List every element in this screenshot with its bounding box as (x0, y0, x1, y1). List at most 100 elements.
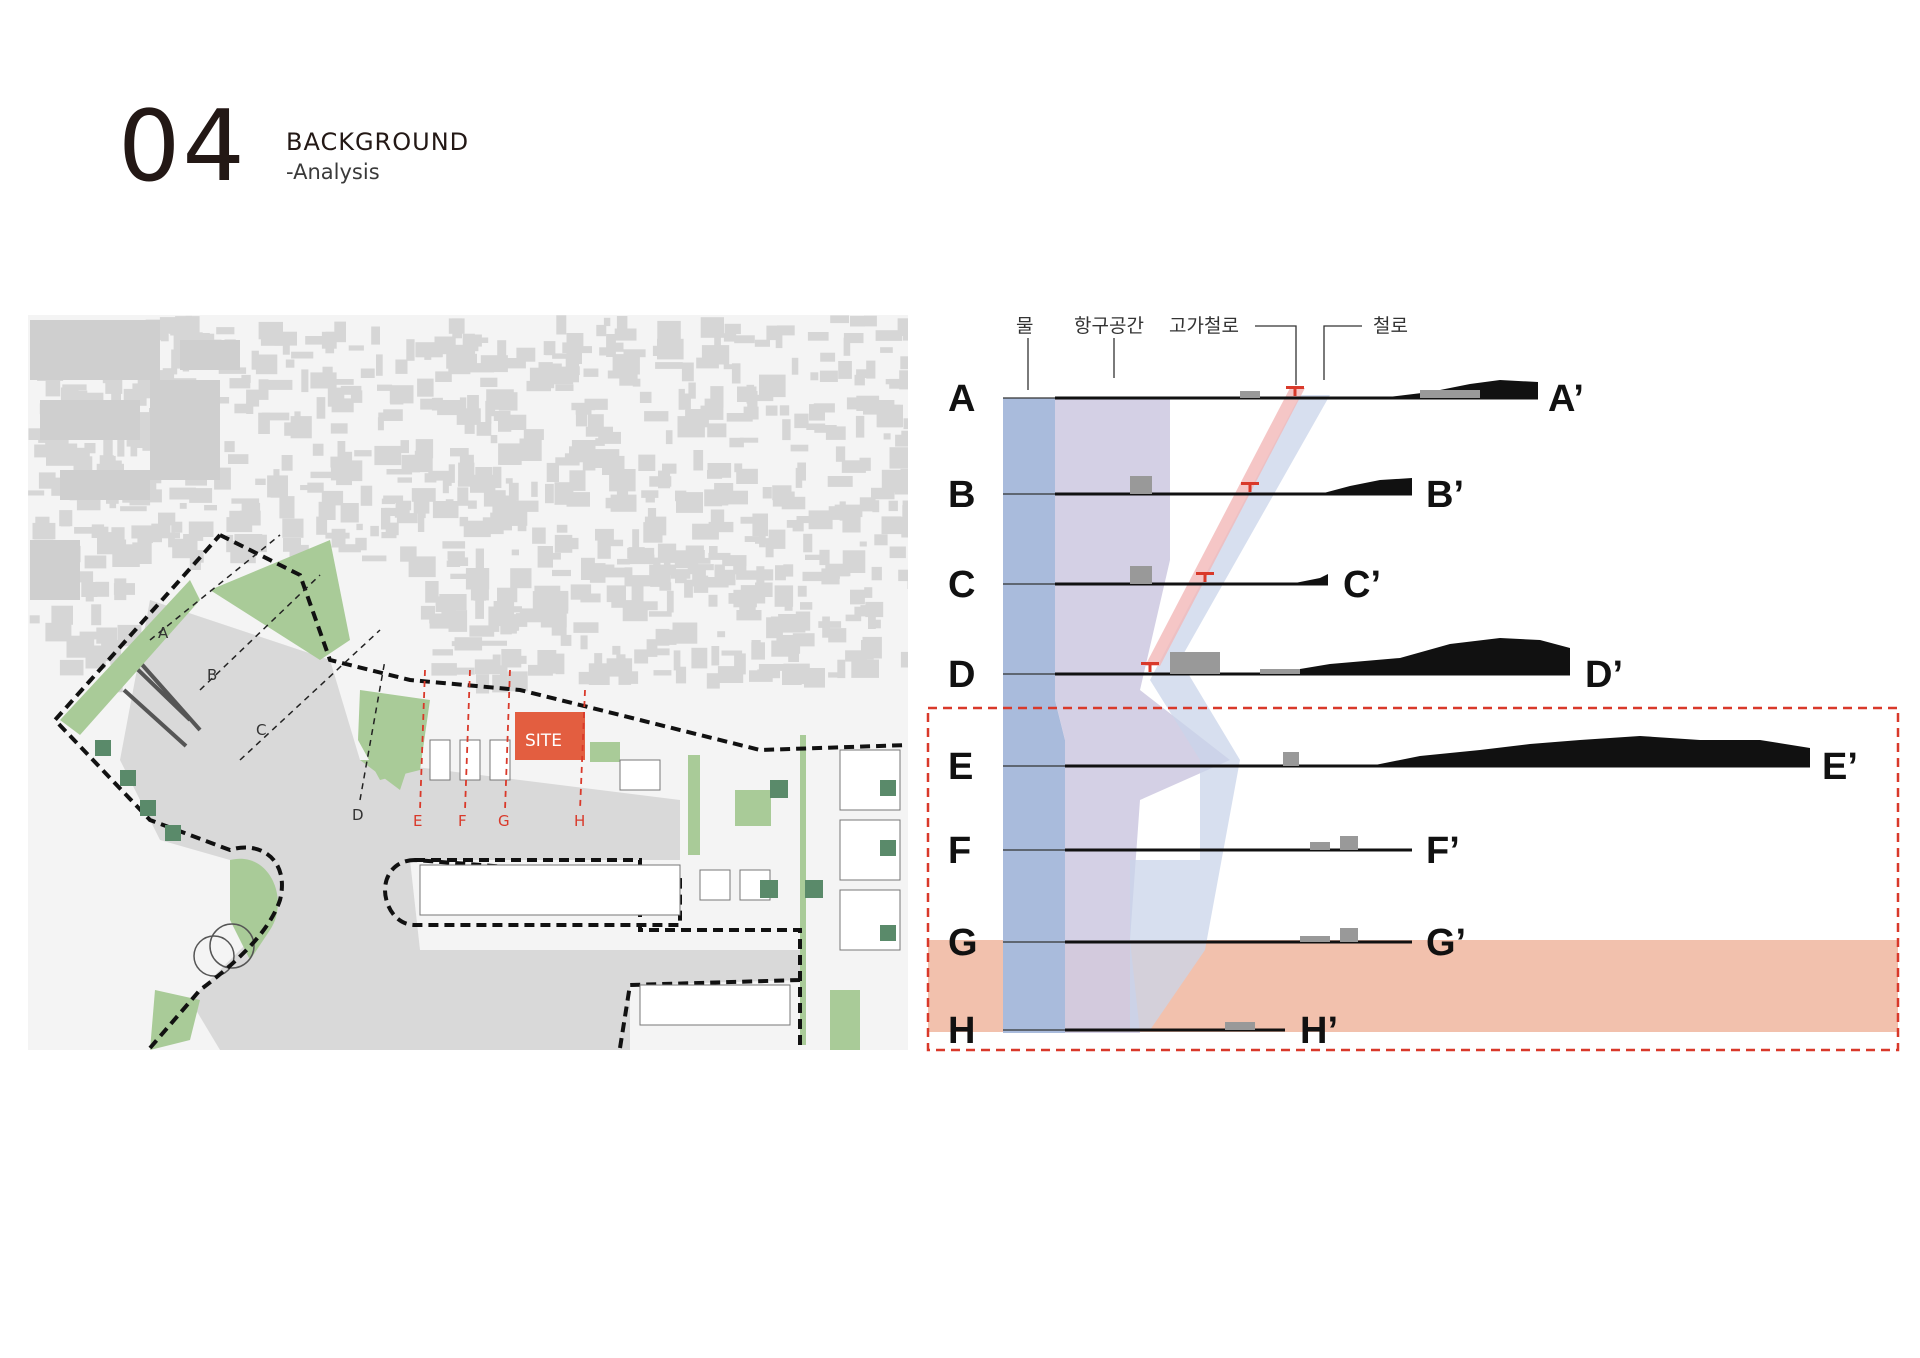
city-block (687, 564, 714, 571)
city-block (685, 545, 704, 551)
map-label-h: H (574, 812, 585, 830)
city-block (538, 362, 553, 372)
city-block (830, 315, 849, 324)
city-block (479, 640, 507, 646)
city-block (285, 359, 295, 368)
city-block (881, 516, 902, 535)
warehouse-block (30, 540, 80, 600)
city-block (437, 405, 461, 416)
city-block (149, 489, 162, 503)
city-block (171, 521, 183, 533)
city-block (794, 413, 809, 429)
city-block (681, 393, 691, 409)
city-block (360, 485, 373, 506)
city-block (95, 581, 110, 597)
city-block (537, 546, 553, 568)
water-band-lower (1055, 700, 1065, 1033)
city-block (871, 487, 895, 500)
terrain-profile (1320, 478, 1412, 494)
city-block (663, 555, 671, 568)
warehouse-block (60, 470, 150, 500)
city-block (889, 378, 908, 389)
city-block (406, 339, 415, 361)
city-block (617, 558, 630, 565)
city-block (871, 566, 882, 581)
city-block (560, 634, 572, 646)
city-block (856, 395, 880, 411)
terrain-profile (1380, 380, 1538, 398)
city-block (693, 575, 709, 593)
warehouse-block (40, 400, 140, 440)
city-block (578, 671, 603, 685)
city-block (255, 478, 266, 485)
city-block (731, 363, 741, 384)
city-block (705, 577, 718, 582)
city-block (327, 387, 345, 407)
elevated-railway-pier (1148, 662, 1152, 672)
city-block (180, 332, 203, 339)
map-label-d: D (352, 806, 364, 824)
city-block (552, 353, 579, 359)
city-block (850, 589, 865, 605)
city-block (646, 639, 658, 657)
city-block (417, 512, 425, 532)
city-block (91, 526, 109, 538)
map-label-f: F (458, 812, 467, 830)
city-block (808, 510, 833, 530)
city-block (734, 463, 743, 473)
city-block (435, 371, 452, 382)
city-block (888, 500, 898, 512)
city-block (653, 670, 672, 676)
city-block (415, 439, 434, 459)
city-block (162, 368, 178, 375)
city-block (860, 605, 878, 614)
city-blocks (28, 315, 908, 694)
city-block (778, 614, 806, 633)
city-block (396, 513, 418, 524)
city-block (354, 450, 372, 457)
city-block (659, 582, 672, 591)
city-block (889, 447, 908, 469)
warehouse-block (150, 380, 220, 480)
city-block (714, 564, 725, 583)
city-block (429, 613, 450, 629)
city-block (171, 349, 182, 369)
section-label-start: H (948, 1010, 975, 1052)
city-block (834, 504, 863, 518)
city-block (596, 324, 607, 337)
site-block (515, 712, 585, 760)
city-block (337, 441, 346, 463)
city-block (758, 664, 784, 671)
city-block (151, 523, 171, 536)
city-block (376, 354, 383, 376)
city-block (301, 369, 309, 393)
green-roof-blocks (95, 740, 896, 941)
city-block (130, 435, 138, 457)
city-block (49, 443, 78, 463)
city-block (442, 479, 449, 494)
city-block (300, 485, 312, 491)
city-block (721, 650, 743, 656)
city-block (168, 532, 175, 548)
city-block (903, 418, 908, 430)
city-block (457, 480, 478, 487)
city-block (707, 469, 723, 479)
city-block (552, 569, 571, 577)
city-block (708, 594, 718, 607)
legend-port-space: 항구공간 (1074, 315, 1144, 337)
city-block (675, 576, 687, 584)
city-block (605, 497, 631, 509)
city-block (606, 585, 626, 603)
city-block (566, 492, 590, 507)
city-block (797, 462, 806, 481)
city-block (96, 463, 124, 475)
city-block (707, 423, 727, 438)
city-block (842, 550, 866, 573)
city-block (132, 542, 152, 564)
city-block (783, 564, 794, 577)
city-block (119, 539, 127, 546)
city-block (726, 413, 753, 422)
city-block (246, 389, 260, 407)
